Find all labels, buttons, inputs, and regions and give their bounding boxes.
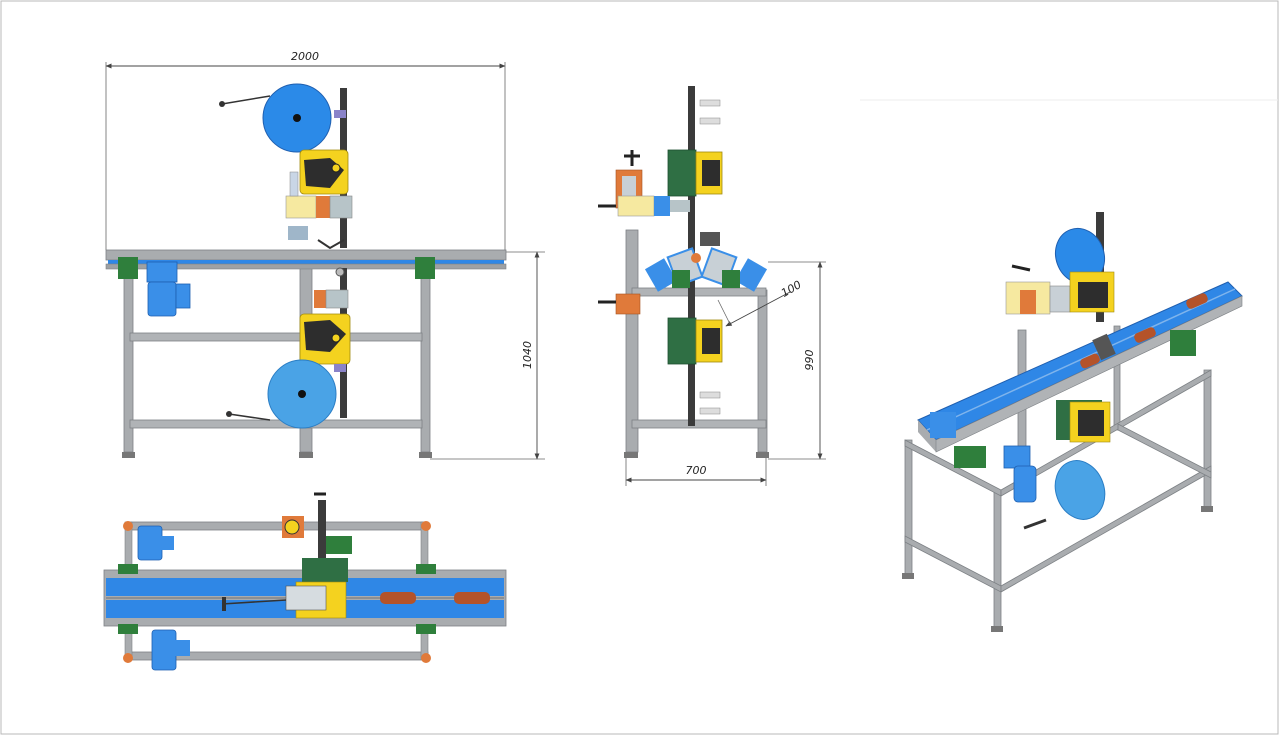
dim-height-label: 1040	[521, 341, 534, 369]
dim-side-width-label: 700	[686, 464, 707, 477]
product-item	[380, 592, 416, 604]
dim-side-height-label: 990	[803, 350, 816, 371]
front-view: 2000 1040	[105, 50, 545, 460]
conveyor-belt	[105, 249, 507, 261]
side-view: 700 990 100	[598, 86, 826, 486]
dim-line-offset	[725, 291, 791, 327]
iso-label-roll-lower-icon	[1054, 460, 1106, 520]
product-item	[454, 592, 490, 604]
top-view	[103, 492, 507, 671]
applicator-head-icon	[285, 149, 353, 250]
applicator-head-lower-icon	[299, 267, 351, 418]
isometric-view	[902, 212, 1243, 632]
dim-length-label: 2000	[291, 50, 319, 63]
roller-assembly-icon	[644, 247, 768, 292]
motor-icon	[146, 261, 191, 317]
